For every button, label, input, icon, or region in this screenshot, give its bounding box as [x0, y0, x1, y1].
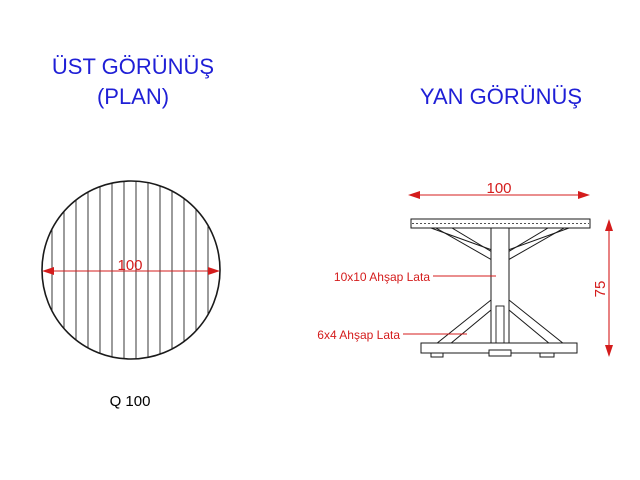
width-dimension: 100	[408, 180, 590, 199]
width-label: 100	[486, 180, 511, 197]
height-dimension: 75	[592, 219, 613, 357]
diameter-caption: Q 100	[110, 393, 151, 410]
post-callout: 10x10 Ahşap Lata	[334, 270, 496, 284]
diameter-dimension: 100	[42, 257, 220, 275]
central-post	[490, 227, 510, 354]
base-feet	[420, 342, 578, 358]
side-view: YAN GÖRÜNÜŞ 100	[317, 84, 613, 358]
top-view: ÜST GÖRÜNÜŞ (PLAN)	[41, 54, 221, 410]
tabletop-edge	[410, 218, 591, 229]
top-view-subtitle: (PLAN)	[97, 84, 169, 109]
brace-label: 6x4 Ahşap Lata	[317, 328, 400, 342]
top-view-title: ÜST GÖRÜNÜŞ	[52, 54, 214, 79]
side-view-title: YAN GÖRÜNÜŞ	[420, 84, 582, 109]
round-tabletop	[41, 180, 221, 360]
height-label: 75	[592, 281, 609, 298]
diameter-label: 100	[117, 257, 142, 274]
post-label: 10x10 Ahşap Lata	[334, 270, 430, 284]
brace-callout: 6x4 Ahşap Lata	[317, 328, 467, 342]
